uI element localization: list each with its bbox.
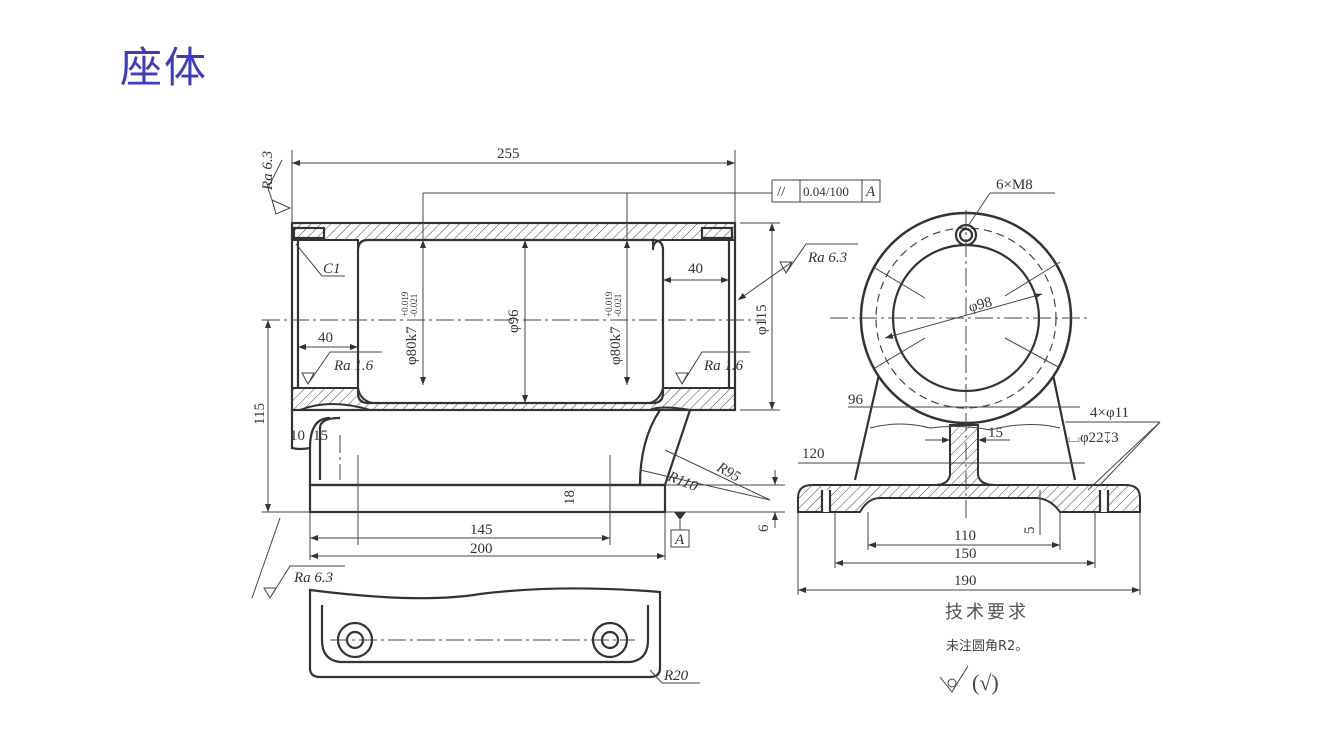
technical-requirements: 技术要求 未注圆角R2。 (√) (939, 602, 1029, 695)
dim-120: 120 (802, 446, 825, 462)
radius-r95: R95 (713, 459, 743, 486)
counterbore-label: ⌴φ22↧3 (1068, 430, 1119, 446)
tol-lower-right: -0.021 (613, 294, 623, 317)
ra-bore-right: Ra 1.6 (703, 358, 744, 374)
dim-phi115: φ115 (754, 304, 770, 335)
dim-115: 115 (252, 403, 268, 425)
bore-fit-right: φ80k7 (608, 326, 624, 365)
parallel-symbol: // (777, 184, 786, 200)
tolerance-datum: A (865, 184, 876, 200)
svg-text:(√): (√) (972, 670, 999, 695)
bore-fit-left: φ80k7 (404, 326, 420, 365)
side-view: φ98 6×M8 96 4×φ11 ⌴φ22↧3 15 120 5 110 15… (797, 177, 1161, 595)
dim-web-15: 15 (988, 425, 1003, 441)
slide-title: 座体 (120, 43, 209, 92)
dim-110: 110 (954, 528, 976, 544)
dim-15: 15 (313, 428, 328, 444)
dim-5: 5 (1022, 527, 1038, 535)
dim-96: 96 (848, 392, 864, 408)
dim-145: 145 (470, 522, 493, 538)
dim-10: 10 (290, 428, 305, 444)
dim-255: 255 (497, 146, 520, 162)
ra-base: Ra 6.3 (293, 570, 333, 586)
ra-bore-left: Ra 1.6 (333, 358, 374, 374)
holes-4x-phi11: 4×φ11 (1090, 405, 1129, 421)
tol-lower-left: -0.021 (409, 294, 419, 317)
bottom-view: Ra 6.3 R20 (251, 517, 700, 684)
dim-40-left: 40 (318, 330, 333, 346)
dim-6: 6 (756, 524, 772, 532)
dim-phi98: φ98 (967, 294, 994, 316)
tolerance-value: 0.04/100 (803, 184, 849, 199)
tol-upper-right: +0.019 (604, 291, 614, 317)
dim-150: 150 (954, 546, 977, 562)
tol-upper-left: +0.019 (400, 291, 410, 317)
dim-190: 190 (954, 573, 977, 589)
threaded-holes-label: 6×M8 (996, 177, 1033, 193)
ra-outer: Ra 6.3 (807, 250, 847, 266)
notes-heading: 技术要求 (945, 602, 1029, 623)
dim-200: 200 (470, 541, 493, 557)
dim-phi96: φ96 (506, 309, 522, 333)
datum-a: A (674, 532, 685, 548)
dim-40-right: 40 (688, 261, 703, 277)
ra-end-face: Ra 6.3 (260, 151, 276, 191)
radius-r20: R20 (663, 668, 689, 684)
dim-18: 18 (562, 490, 578, 505)
parallelism-tolerance-frame: // 0.04/100 A (771, 179, 881, 203)
front-view: 255 φ80k7 +0.019 -0.021 φ80k7 +0.019 -0.… (252, 146, 881, 560)
notes-line1: 未注圆角R2。 (946, 639, 1028, 654)
general-roughness-symbol: (√) (939, 665, 999, 695)
radius-r110: R110 (665, 468, 701, 495)
chamfer-c1: C1 (323, 261, 341, 277)
